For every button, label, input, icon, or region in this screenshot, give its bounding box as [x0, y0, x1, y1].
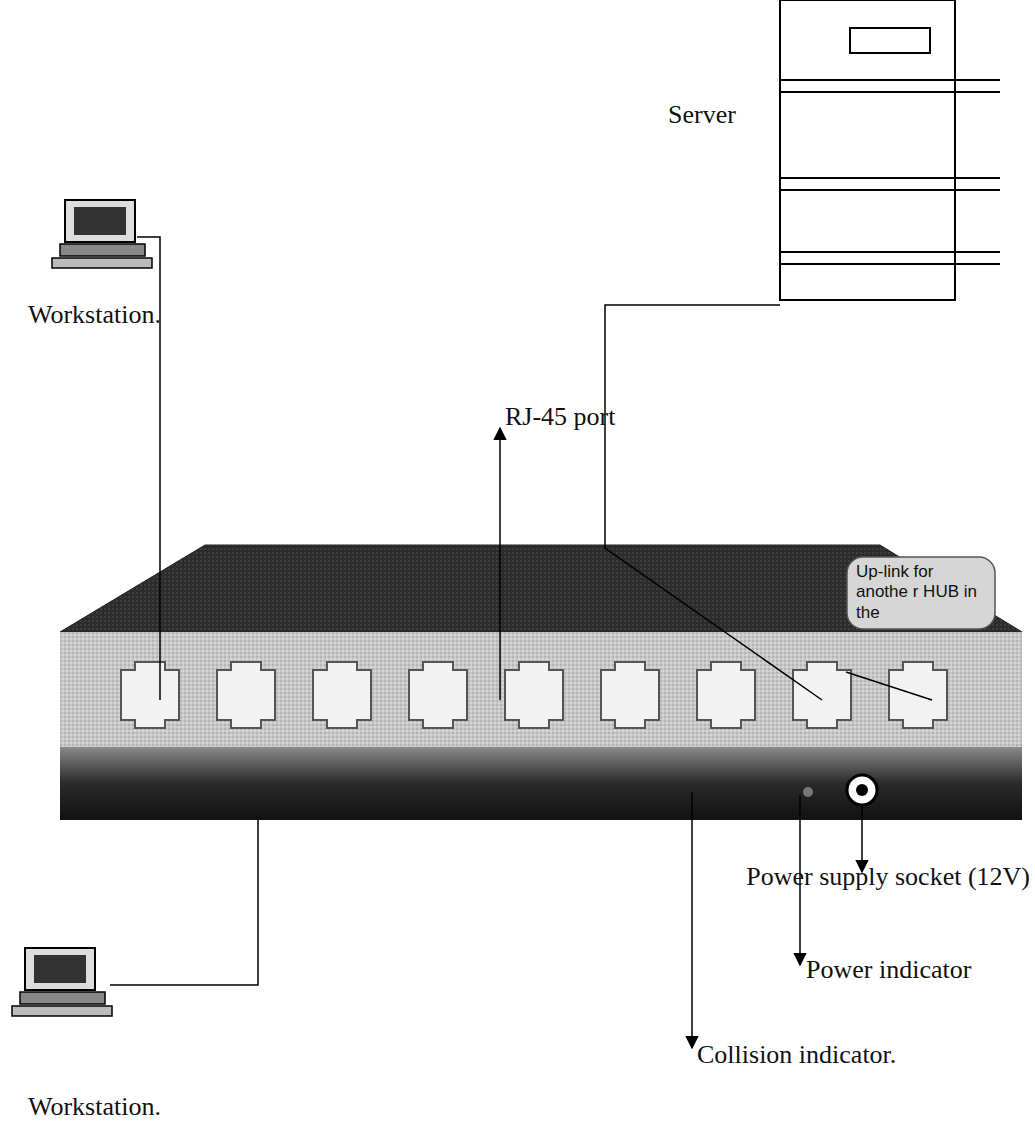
workstation-icon	[12, 948, 112, 1016]
callout-bubble: Up-link for anothe r HUB in the	[846, 556, 996, 629]
hub-body	[60, 545, 1022, 820]
rj45-ports	[121, 662, 947, 728]
device-label: Server	[668, 100, 736, 130]
rj45-port	[313, 662, 371, 728]
part-label: Collision indicator.	[697, 1040, 896, 1070]
rj45-port	[793, 662, 851, 728]
callout-text: Up-link for anothe r HUB in the	[856, 562, 986, 623]
rj45-port	[601, 662, 659, 728]
rj45-port	[409, 662, 467, 728]
part-label: RJ-45 port	[505, 402, 616, 432]
rj45-port	[505, 662, 563, 728]
power-led	[803, 787, 813, 797]
part-label: Power indicator	[806, 955, 971, 985]
server-tower	[780, 0, 1000, 300]
rj45-port	[697, 662, 755, 728]
power-socket	[847, 775, 877, 805]
rj45-port	[121, 662, 179, 728]
device-label: Workstation.	[28, 1092, 161, 1122]
workstation-icon	[52, 200, 152, 268]
device-label: Workstation.	[28, 300, 161, 330]
part-label: Power supply socket (12V)	[746, 862, 1030, 892]
network-cable	[110, 237, 822, 985]
rj45-port	[217, 662, 275, 728]
